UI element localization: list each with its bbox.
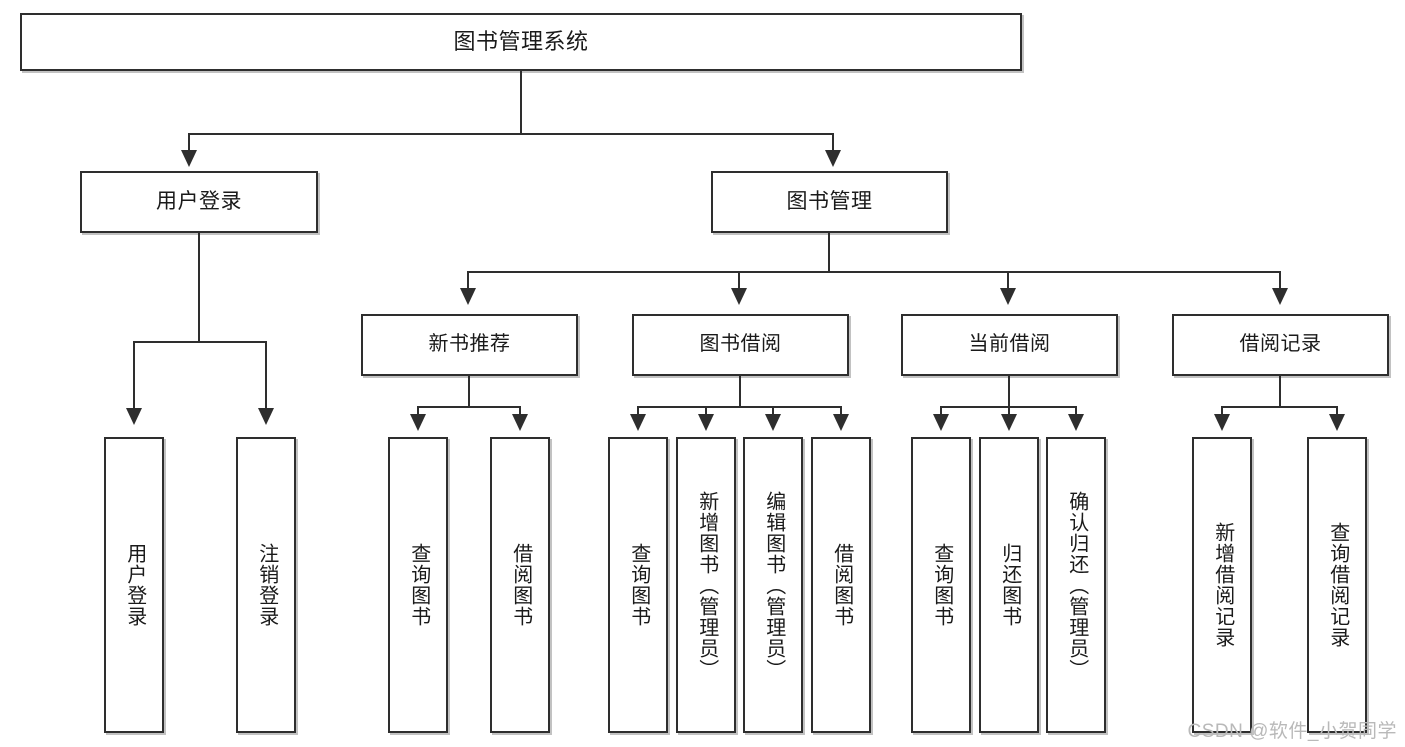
- edge-root-to-book-management: [832, 133, 834, 155]
- edge-book-borrow-drop-1: [637, 406, 639, 418]
- arrowhead-user-login-leaf-2: [258, 408, 274, 425]
- leaf-book-borrow-query-book[interactable]: 查询图书: [608, 437, 668, 733]
- node-label: 新增借阅记录: [1211, 522, 1234, 648]
- edge-book-borrow-drop-4: [840, 406, 842, 418]
- node-label: 用户登录: [156, 189, 242, 213]
- leaf-current-borrow-confirm-return-admin[interactable]: 确认归还（管理员）: [1046, 437, 1106, 733]
- edge-new-book-bus: [417, 406, 520, 408]
- arrowhead-bm-current-borrow: [1000, 288, 1016, 305]
- leaf-book-borrow-add-book-admin[interactable]: 新增图书（管理员）: [676, 437, 736, 733]
- edge-root-to-user-login: [188, 133, 190, 155]
- arrowhead-book-borrow-leaf-4: [833, 414, 849, 431]
- leaf-current-borrow-return-book[interactable]: 归还图书: [979, 437, 1039, 733]
- node-label: 查询图书: [627, 543, 650, 627]
- edge-root-bus: [188, 133, 834, 135]
- node-root-book-management-system[interactable]: 图书管理系统: [20, 13, 1022, 71]
- edge-borrow-record-drop-2: [1336, 406, 1338, 418]
- leaf-new-book-borrow-book[interactable]: 借阅图书: [490, 437, 550, 733]
- edge-book-management-stem: [828, 233, 830, 272]
- edge-current-borrow-drop-3: [1075, 406, 1077, 418]
- arrowhead-current-borrow-leaf-1: [933, 414, 949, 431]
- arrowhead-current-borrow-leaf-3: [1068, 414, 1084, 431]
- arrowhead-current-borrow-leaf-2: [1001, 414, 1017, 431]
- edge-user-login-drop-1: [133, 341, 135, 413]
- arrowhead-root-to-user-login: [181, 150, 197, 167]
- arrowhead-root-to-book-management: [825, 150, 841, 167]
- arrowhead-bm-book-borrow: [731, 288, 747, 305]
- edge-new-book-drop-2: [519, 406, 521, 418]
- leaf-new-book-query-book[interactable]: 查询图书: [388, 437, 448, 733]
- edge-borrow-record-bus: [1221, 406, 1338, 408]
- edge-current-borrow-stem: [1008, 376, 1010, 407]
- node-label: 图书管理: [786, 189, 873, 213]
- node-user-login[interactable]: 用户登录: [80, 171, 318, 233]
- edge-book-borrow-drop-2: [705, 406, 707, 418]
- edge-borrow-record-drop-1: [1221, 406, 1223, 418]
- leaf-book-borrow-borrow-book[interactable]: 借阅图书: [811, 437, 871, 733]
- edge-borrow-record-stem: [1279, 376, 1281, 407]
- node-book-borrow[interactable]: 图书借阅: [632, 314, 849, 376]
- node-label: 借阅记录: [1239, 333, 1322, 356]
- edge-book-borrow-stem: [739, 376, 741, 407]
- node-label: 归还图书: [998, 543, 1021, 627]
- edge-book-borrow-bus: [637, 406, 842, 408]
- edge-book-borrow-drop-3: [772, 406, 774, 418]
- leaf-user-login-logout[interactable]: 注销登录: [236, 437, 296, 733]
- node-label: 编辑图书（管理员）: [762, 490, 785, 680]
- node-label: 借阅图书: [509, 543, 532, 627]
- node-new-book-recommend[interactable]: 新书推荐: [361, 314, 578, 376]
- node-label: 查询图书: [930, 543, 953, 627]
- edge-bm-drop-new-book: [467, 271, 469, 293]
- edge-bm-drop-current-borrow: [1007, 271, 1009, 293]
- arrowhead-bm-new-book: [460, 288, 476, 305]
- node-label: 确认归还（管理员）: [1065, 490, 1088, 680]
- arrowhead-book-borrow-leaf-1: [630, 414, 646, 431]
- arrowhead-user-login-leaf-1: [126, 408, 142, 425]
- node-label: 用户登录: [123, 543, 146, 627]
- node-label: 注销登录: [255, 543, 278, 627]
- arrowhead-new-book-leaf-1: [410, 414, 426, 431]
- edge-bm-drop-book-borrow: [738, 271, 740, 293]
- leaf-book-borrow-edit-book-admin[interactable]: 编辑图书（管理员）: [743, 437, 803, 733]
- edge-new-book-drop-1: [417, 406, 419, 418]
- leaf-borrow-record-query-record[interactable]: 查询借阅记录: [1307, 437, 1367, 733]
- node-book-management[interactable]: 图书管理: [711, 171, 948, 233]
- edge-current-borrow-drop-1: [940, 406, 942, 418]
- node-label: 当前借阅: [968, 333, 1051, 356]
- edge-new-book-stem: [468, 376, 470, 407]
- edge-bm-drop-borrow-record: [1279, 271, 1281, 293]
- node-borrow-record[interactable]: 借阅记录: [1172, 314, 1389, 376]
- edge-user-login-stem: [198, 233, 200, 342]
- node-current-borrow[interactable]: 当前借阅: [901, 314, 1118, 376]
- arrowhead-new-book-leaf-2: [512, 414, 528, 431]
- node-label: 新书推荐: [428, 333, 511, 356]
- node-label: 借阅图书: [830, 543, 853, 627]
- edge-book-management-bus: [467, 271, 1281, 273]
- edge-current-borrow-drop-2: [1008, 406, 1010, 418]
- arrowhead-borrow-record-leaf-2: [1329, 414, 1345, 431]
- node-label: 新增图书（管理员）: [695, 490, 718, 680]
- node-label: 图书管理系统: [453, 29, 589, 55]
- arrowhead-borrow-record-leaf-1: [1214, 414, 1230, 431]
- node-label: 查询图书: [407, 543, 430, 627]
- edge-user-login-drop-2: [265, 341, 267, 413]
- leaf-user-login-login[interactable]: 用户登录: [104, 437, 164, 733]
- arrowhead-book-borrow-leaf-2: [698, 414, 714, 431]
- node-label: 图书借阅: [699, 333, 782, 356]
- arrowhead-bm-borrow-record: [1272, 288, 1288, 305]
- edge-root-stem: [520, 71, 522, 134]
- arrowhead-book-borrow-leaf-3: [765, 414, 781, 431]
- leaf-current-borrow-query-book[interactable]: 查询图书: [911, 437, 971, 733]
- node-label: 查询借阅记录: [1326, 522, 1349, 648]
- leaf-borrow-record-add-record[interactable]: 新增借阅记录: [1192, 437, 1252, 733]
- edge-user-login-bus: [133, 341, 267, 343]
